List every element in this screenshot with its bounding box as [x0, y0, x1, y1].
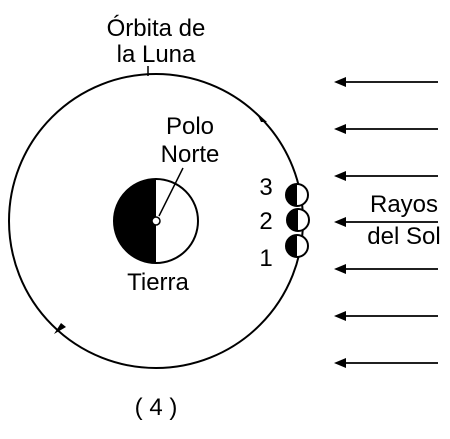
sun-ray-arrowhead-icon: [334, 171, 346, 181]
moon-position-1: [285, 234, 309, 258]
earth-night-side: [114, 179, 156, 263]
sun-ray-arrowhead-icon: [334, 217, 346, 227]
earth-label: Tierra: [127, 269, 189, 296]
sun-ray-arrowhead-icon: [334, 77, 346, 87]
moon-position-3: [285, 183, 309, 207]
orbit-arrowhead-icon: [54, 323, 66, 334]
north-pole-dot: [151, 216, 161, 226]
rays-label-line2: del Sol: [367, 223, 440, 250]
moon-label-2: 2: [259, 208, 272, 235]
rays-label-backdrop: [352, 190, 448, 248]
orbit-arrowhead-icon: [256, 112, 267, 122]
orbit-label-line1: Órbita de: [107, 15, 206, 42]
orbit-label-line2: la Luna: [117, 41, 196, 68]
moon-label-3: 3: [259, 174, 272, 201]
sun-ray-arrowhead-icon: [334, 264, 346, 274]
pole-label-line2: Norte: [161, 141, 220, 168]
sun-ray-arrowhead-icon: [334, 124, 346, 134]
moon-label-1: 1: [259, 245, 272, 272]
moon-position-2: [286, 208, 310, 232]
sun-ray-arrowhead-icon: [334, 311, 346, 321]
rays-label-line1: Rayos: [370, 191, 438, 218]
sun-ray-arrowhead-icon: [334, 358, 346, 368]
pole-label-line1: Polo: [166, 113, 214, 140]
choice-label: ( 4 ): [135, 394, 178, 421]
pole-leader-line: [158, 167, 184, 217]
earth: [113, 178, 199, 264]
